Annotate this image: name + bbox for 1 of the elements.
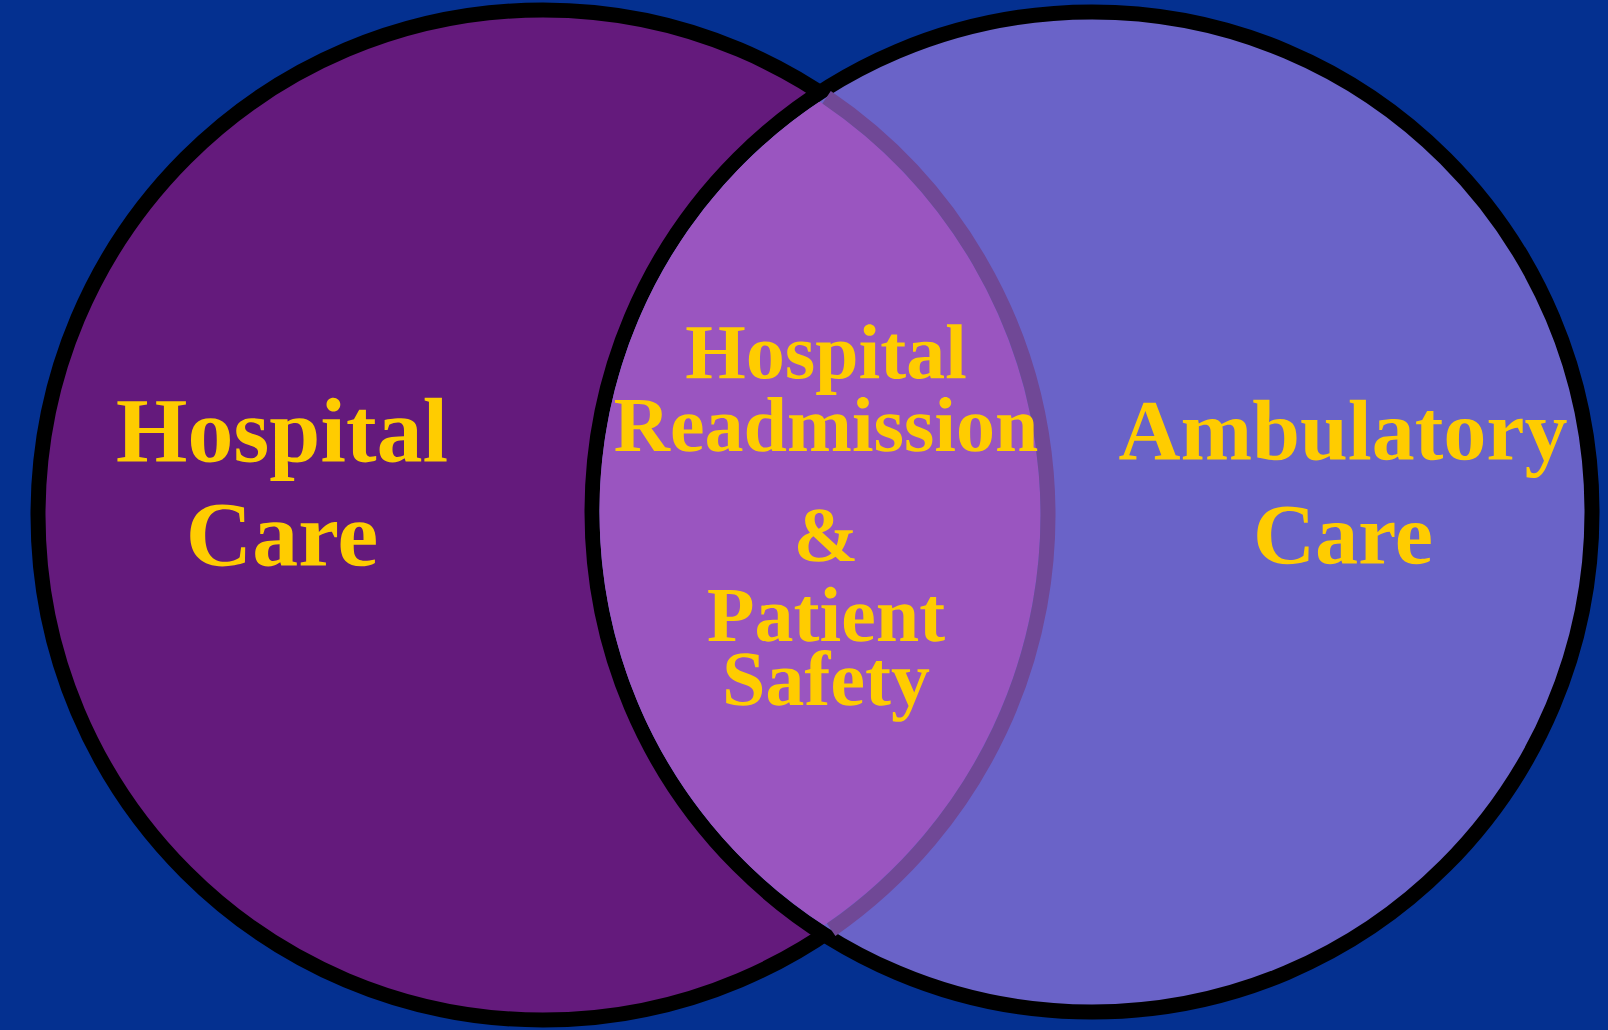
overlap-region: Hospital Readmission & Patient Safety — [599, 91, 1056, 936]
